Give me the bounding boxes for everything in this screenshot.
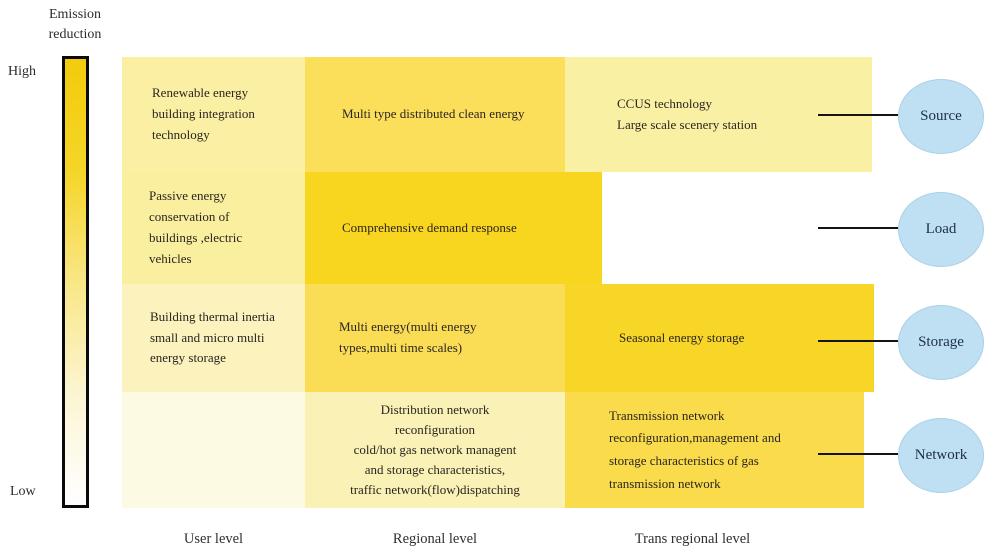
axis-label-trans-regional-level: Trans regional level bbox=[634, 531, 751, 547]
connector-line-source bbox=[818, 114, 898, 116]
node-label: Load bbox=[925, 221, 957, 237]
cell-user-storage: Building thermal inertia small and micro… bbox=[122, 284, 333, 392]
cell-text: Passive energy conservation of buildings… bbox=[149, 188, 243, 266]
cell-regional-source: Multi type distributed clean energy bbox=[305, 57, 602, 172]
legend-high-label: High bbox=[8, 64, 36, 79]
cell-user-network bbox=[122, 392, 305, 508]
node-storage: Storage bbox=[898, 305, 984, 380]
connector-line-load bbox=[818, 227, 898, 229]
cell-trans-storage: Seasonal energy storage bbox=[565, 284, 874, 392]
cell-regional-load: Comprehensive demand response bbox=[305, 172, 602, 284]
node-label: Source bbox=[920, 108, 962, 124]
axis-label-user-level: User level bbox=[183, 531, 244, 547]
cell-text: Multi energy(multi energy types,multi ti… bbox=[339, 319, 477, 355]
emission-gradient-bar bbox=[62, 56, 89, 508]
node-load: Load bbox=[898, 192, 984, 267]
connector-line-storage bbox=[818, 340, 898, 342]
cell-text: Distribution network reconfiguration col… bbox=[350, 401, 520, 498]
cell-text: Renewable energy building integration te… bbox=[152, 85, 255, 142]
cell-regional-storage: Multi energy(multi energy types,multi ti… bbox=[305, 284, 599, 392]
cell-text: Comprehensive demand response bbox=[342, 219, 517, 235]
connector-line-network bbox=[818, 453, 898, 455]
cell-text: Building thermal inertia small and micro… bbox=[150, 308, 275, 366]
node-label: Network bbox=[914, 447, 968, 463]
cell-trans-network: Transmission network reconfiguration,man… bbox=[565, 392, 864, 508]
node-network: Network bbox=[898, 418, 984, 493]
cell-text: Seasonal energy storage bbox=[619, 329, 745, 345]
legend-low-label: Low bbox=[10, 484, 36, 499]
cell-text: Multi type distributed clean energy bbox=[342, 106, 525, 122]
legend-title: Emission reduction bbox=[48, 7, 102, 43]
cell-text: CCUS technology Large scale scenery stat… bbox=[617, 95, 758, 132]
cell-user-load: Passive energy conservation of buildings… bbox=[122, 172, 332, 284]
cell-regional-network: Distribution network reconfiguration col… bbox=[305, 392, 565, 508]
cell-user-source: Renewable energy building integration te… bbox=[122, 57, 335, 172]
node-label: Storage bbox=[918, 334, 964, 350]
cell-text: Transmission network reconfiguration,man… bbox=[609, 407, 781, 491]
node-source: Source bbox=[898, 79, 984, 154]
axis-label-regional-level: Regional level bbox=[392, 531, 478, 547]
